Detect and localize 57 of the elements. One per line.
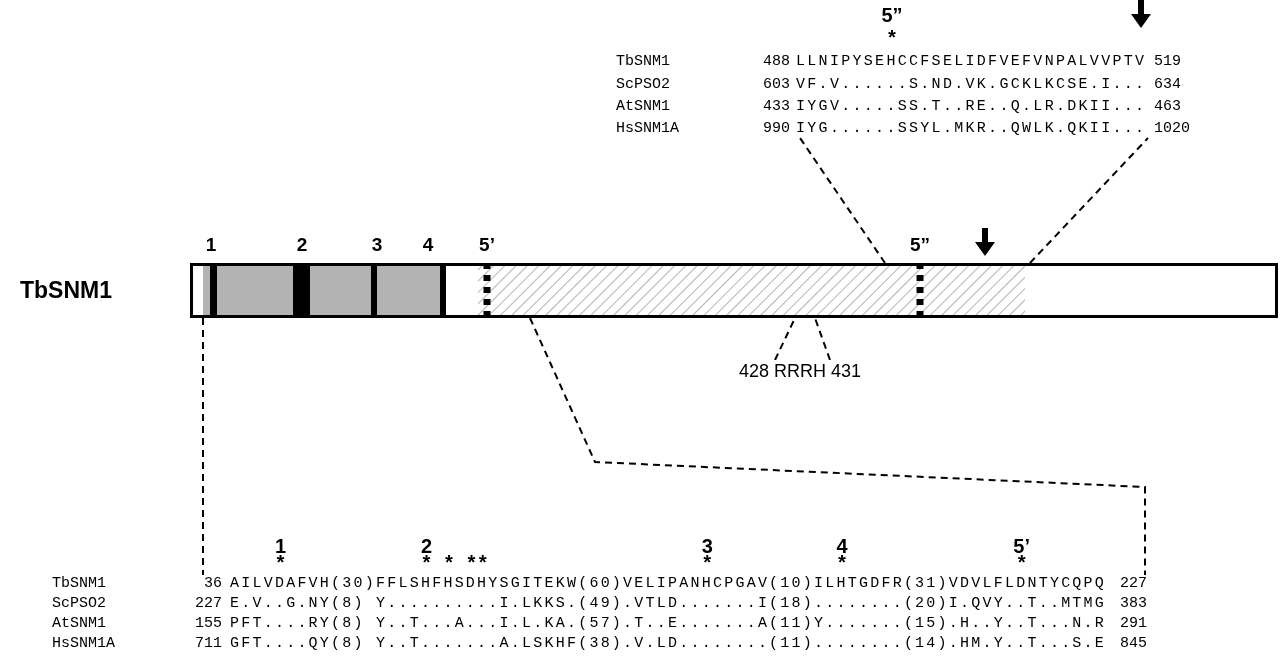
conserved-residue-mark: * — [420, 555, 433, 575]
conserved-residue-mark: * — [476, 555, 489, 575]
motif-number: 3 — [371, 234, 383, 256]
sequence-name: HsSNM1A — [52, 635, 115, 653]
aligned-sequence: AILVDAFVH(30)FFLSHFHSDHYSGITEKW(60)VELIPANHCPGAV(10)ILHTGDFR(31)VDVLFLDNTYCQPQ — [230, 575, 1107, 593]
dashed-leader-line — [1029, 137, 1149, 264]
motif-number: 5” — [881, 4, 903, 26]
motif-number: 5’ — [479, 234, 495, 256]
aligned-sequence: GFT....QY(8) Y..T.......A.LSKHF(38).V.LD........(11)........(14).HM.Y..T...S.E — [230, 635, 1107, 653]
sequence-name: AtSNM1 — [616, 98, 670, 116]
motif-number: 2 — [296, 234, 308, 256]
residue-number: 603 — [763, 76, 790, 94]
aligned-sequence: IYG......SSYL.MKR..QWLK.QKII... — [796, 120, 1147, 138]
residue-number: 990 — [763, 120, 790, 138]
residue-number: 227 — [195, 595, 222, 613]
residue-number: 634 — [1154, 76, 1181, 94]
motif-number: 5” — [909, 234, 931, 256]
conserved-residue-mark: * — [1015, 555, 1028, 575]
residue-number: 36 — [204, 575, 222, 593]
sequence-name: ScPSO2 — [616, 76, 670, 94]
protein-name: TbSNM1 — [20, 276, 112, 304]
conserved-residue-mark: * — [274, 555, 287, 575]
aligned-sequence: VF.V......S.ND.VK.GCKLKCSE.I... — [796, 76, 1147, 94]
motif-number: 4 — [422, 234, 434, 256]
conserved-residue-mark: * — [701, 555, 714, 575]
aligned-sequence: LLNIPYSEHCCFSELIDFVEFVNPALVVPTV — [796, 53, 1147, 71]
aligned-sequence: PFT....RY(8) Y..T...A...I.L.KA.(57).T..E.......A(11)Y.......(15).H..Y..T...N.R — [230, 615, 1107, 633]
residue-number: 711 — [195, 635, 222, 653]
conserved-residue-mark: * — [443, 555, 455, 575]
residue-number: 433 — [763, 98, 790, 116]
sequence-name: TbSNM1 — [616, 53, 670, 71]
conserved-residue-mark: * — [836, 555, 849, 575]
dashed-leader-line — [814, 317, 831, 361]
residue-number: 291 — [1120, 615, 1147, 633]
dashed-leader-line — [529, 317, 1146, 576]
dashed-leader-line — [202, 317, 204, 576]
residue-number: 383 — [1120, 595, 1147, 613]
residue-number: 845 — [1120, 635, 1147, 653]
sequence-name: ScPSO2 — [52, 595, 106, 613]
residue-number: 227 — [1120, 575, 1147, 593]
residue-number: 155 — [195, 615, 222, 633]
aligned-sequence: E.V..G.NY(8) Y..........I.LKKS.(49).VTLD.......I(18)........(20)I.QVY..T..MTMG — [230, 595, 1107, 613]
sequence-name: HsSNM1A — [616, 120, 679, 138]
sequence-name: TbSNM1 — [52, 575, 106, 593]
dashed-leader-line — [799, 137, 886, 264]
down-arrow-icon — [1131, 0, 1151, 28]
residue-number: 463 — [1154, 98, 1181, 116]
conserved-residue-mark: * — [465, 555, 478, 575]
motif-number: 1 — [205, 234, 217, 256]
down-arrow-icon — [975, 228, 995, 256]
protein-domain-bar — [190, 263, 1278, 318]
residue-number: 1020 — [1154, 120, 1190, 138]
aligned-sequence: IYGV.....SS.T..RE..Q.LR.DKII... — [796, 98, 1147, 116]
conserved-residue-mark: * — [886, 30, 899, 50]
sequence-name: AtSNM1 — [52, 615, 106, 633]
residue-number: 488 — [763, 53, 790, 71]
residue-number: 519 — [1154, 53, 1181, 71]
